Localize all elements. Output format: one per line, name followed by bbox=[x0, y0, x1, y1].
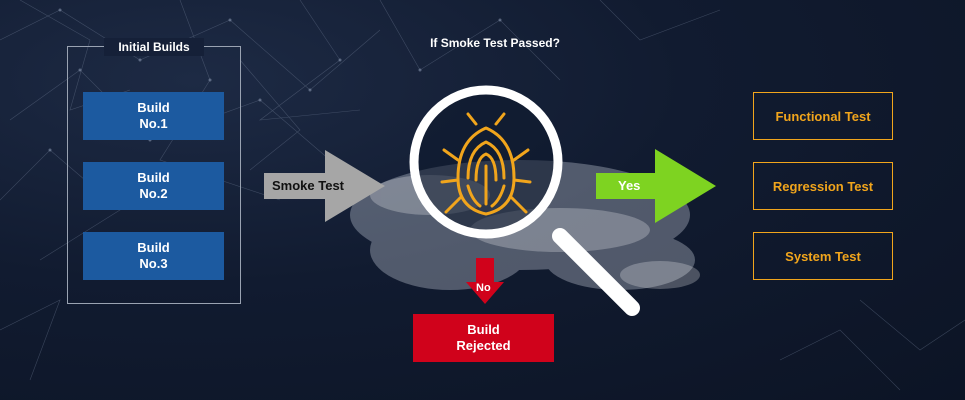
build-box-3: Build No.3 bbox=[83, 232, 224, 280]
build-box-1-line1: Build bbox=[137, 100, 170, 115]
build-box-1: Build No.1 bbox=[83, 92, 224, 140]
regression-test-box: Regression Test bbox=[753, 162, 893, 210]
build-box-1-line2: No.1 bbox=[139, 116, 168, 131]
build-rejected-box: Build Rejected bbox=[413, 314, 554, 362]
smoke-test-label: Smoke Test bbox=[272, 178, 345, 193]
initial-builds-title: Initial Builds bbox=[104, 38, 204, 56]
system-test-box: System Test bbox=[753, 232, 893, 280]
build-box-2-line1: Build bbox=[137, 170, 170, 185]
smoke-test-arrow bbox=[264, 150, 385, 222]
rejected-line2: Rejected bbox=[456, 338, 511, 353]
no-label: No bbox=[476, 282, 491, 294]
yes-arrow bbox=[596, 149, 716, 223]
no-arrow bbox=[466, 258, 504, 304]
smoke-question: If Smoke Test Passed? bbox=[430, 36, 560, 50]
magnifier-icon bbox=[409, 85, 640, 316]
rejected-line1: Build bbox=[467, 322, 500, 337]
build-box-2-line2: No.2 bbox=[139, 186, 168, 201]
build-box-2: Build No.2 bbox=[83, 162, 224, 210]
build-box-3-line2: No.3 bbox=[139, 256, 168, 271]
bug-icon bbox=[440, 112, 532, 216]
yes-label: Yes bbox=[618, 178, 641, 193]
build-box-3-line1: Build bbox=[137, 240, 170, 255]
functional-test-box: Functional Test bbox=[753, 92, 893, 140]
